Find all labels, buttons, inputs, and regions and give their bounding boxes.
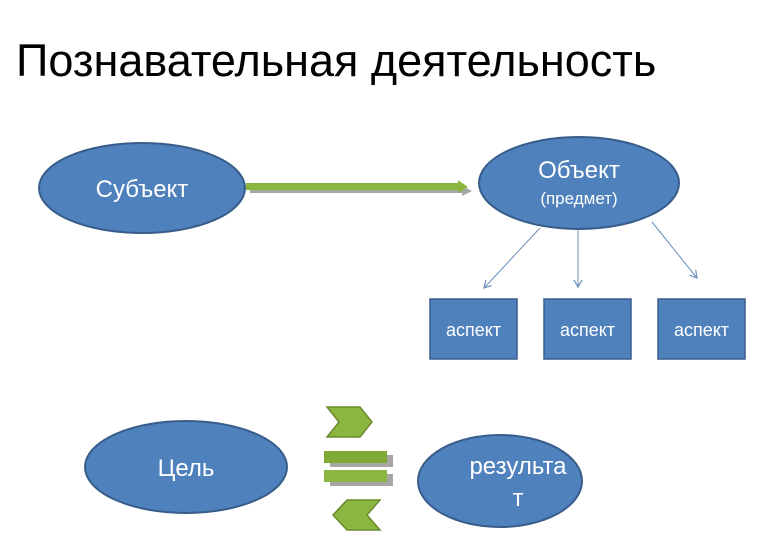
equilibrium-bars (324, 451, 393, 486)
aspect-label: аспект (446, 320, 501, 340)
aspect-box (543, 298, 632, 360)
chevron-right-icon (325, 406, 373, 438)
aspect-box (429, 298, 518, 360)
connector-arrow (651, 221, 698, 279)
subject-to-object-arrow (246, 180, 472, 196)
connector-arrow (483, 227, 541, 289)
object-sublabel: (предмет) (540, 189, 617, 208)
chevron-left-icon (331, 499, 382, 531)
result-node (417, 434, 583, 528)
aspect-label: аспект (560, 320, 615, 340)
subject-node (38, 142, 246, 234)
result-label-line1: результа (469, 453, 567, 480)
page-title: Познавательная деятельность (16, 35, 656, 86)
goal-node (84, 420, 288, 514)
goal-label: Цель (158, 455, 215, 482)
result-label-line2: т (513, 485, 524, 512)
aspect-box (657, 298, 746, 360)
object-label: Объект (538, 157, 620, 184)
object-node (478, 136, 680, 230)
aspect-label: аспект (674, 320, 729, 340)
subject-label: Субъект (96, 176, 189, 203)
